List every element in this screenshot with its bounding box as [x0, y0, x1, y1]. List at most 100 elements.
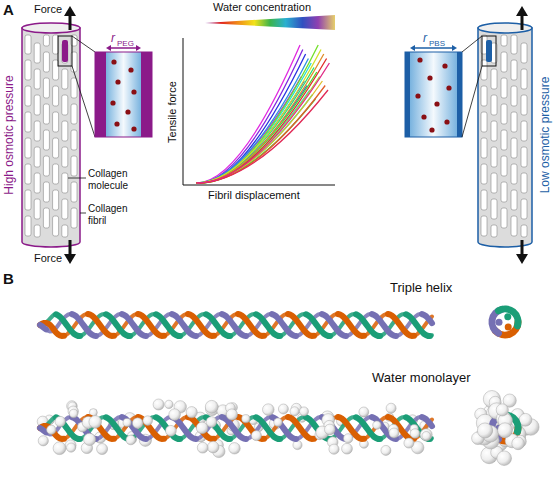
helix-strand [40, 323, 64, 336]
collagen-molecule [53, 112, 59, 132]
collagen-molecule [521, 69, 527, 89]
water-molecule [300, 407, 309, 416]
collagen-molecule [481, 112, 487, 132]
leader-line [68, 178, 86, 179]
water-molecule [512, 437, 525, 450]
gap-water [106, 52, 141, 137]
y-axis [183, 38, 184, 185]
force-arrowhead [516, 6, 528, 16]
zoom-box [95, 52, 152, 137]
water-molecule [342, 443, 353, 454]
fibril-cylinder [478, 28, 532, 247]
collagen-molecule [501, 52, 507, 72]
water-molecule [325, 424, 336, 435]
leader-line [80, 213, 86, 214]
collagen-molecule [71, 156, 77, 176]
collagen-molecule [71, 208, 77, 228]
water-dots [110, 59, 136, 131]
zoom-leader [72, 36, 95, 52]
force-arrowhead [64, 6, 76, 16]
water-molecule [53, 442, 66, 455]
collagen-molecule [62, 199, 68, 219]
collagen-molecule [491, 147, 497, 167]
collagen-molecule [43, 208, 49, 228]
helix-end-core [496, 319, 503, 326]
collagen-molecule [511, 112, 517, 132]
water-molecule [404, 438, 414, 448]
helix-end-core [504, 313, 511, 320]
collagen-molecule [511, 216, 517, 236]
water-molecule [89, 416, 102, 429]
water-molecule [196, 422, 208, 434]
collagen-molecule [501, 208, 507, 228]
structure-title: Triple helix [390, 281, 452, 296]
force-arrowhead [516, 254, 528, 264]
molecule-array [481, 35, 527, 237]
water-molecule [186, 407, 197, 418]
water-molecule [166, 425, 177, 436]
water-molecule [359, 407, 369, 417]
water-molecule [498, 423, 513, 438]
water-molecule [420, 429, 432, 441]
water-molecule [373, 421, 381, 429]
water-molecule [143, 416, 153, 426]
molecule-band [95, 52, 106, 137]
collagen-molecule [491, 121, 497, 141]
water-molecule [293, 440, 302, 449]
collagen-molecule [62, 147, 68, 167]
helix-strand [56, 314, 80, 336]
water-molecule [207, 441, 219, 453]
collagen-molecule [521, 147, 527, 167]
collagen-molecule [43, 156, 49, 176]
water-molecule [422, 432, 431, 441]
collagen-molecule [521, 199, 527, 219]
collagen-molecule [481, 138, 487, 158]
collagen-molecule [25, 60, 31, 80]
collagen-molecule [501, 104, 507, 124]
force-label: Force [34, 3, 62, 16]
collagen-molecule [25, 164, 31, 184]
molecule-band [405, 52, 410, 137]
concentration-wedge [205, 15, 335, 30]
collagen-molecule [34, 95, 40, 115]
collagen-molecule [511, 164, 517, 184]
force-curves [196, 45, 329, 183]
panel-letter: A [3, 1, 14, 18]
pressure-label: High osmotic pressure [3, 75, 17, 194]
collagen-molecule [521, 225, 527, 237]
water-molecule [84, 433, 96, 445]
panel-letter: B [3, 270, 14, 287]
zoom-leader [72, 66, 95, 137]
collagen-molecule [501, 35, 507, 46]
collagen-molecule [71, 78, 77, 98]
collagen-molecule [62, 121, 68, 141]
helix-strand [406, 314, 430, 336]
collagen-molecule [34, 173, 40, 193]
water-molecule [165, 400, 173, 408]
collagen-molecule [511, 35, 517, 54]
helix-strand [156, 417, 180, 439]
collagen-molecule [43, 104, 49, 124]
zoom-leader [462, 36, 482, 52]
water-molecule [329, 444, 339, 454]
width-arrowhead [452, 45, 457, 51]
collagen-molecule [34, 121, 40, 141]
water-molecule [205, 400, 218, 413]
collagen-molecule [25, 138, 31, 158]
water-molecule [97, 444, 108, 455]
helix-strand [206, 417, 230, 439]
force-curve [199, 45, 318, 183]
fibril-cylinder [22, 28, 80, 247]
gap-water [410, 52, 457, 137]
helix-illustration [37, 309, 539, 466]
force-curve [196, 90, 328, 183]
force-arrow [69, 240, 72, 255]
collagen-molecule [62, 225, 68, 237]
water-molecule [251, 431, 261, 441]
water-molecule [229, 443, 240, 454]
water-molecule [410, 429, 420, 439]
water-dots [415, 57, 451, 132]
collagen-molecule [25, 216, 31, 236]
force-arrow [69, 15, 72, 30]
collagen-molecule [62, 69, 68, 89]
